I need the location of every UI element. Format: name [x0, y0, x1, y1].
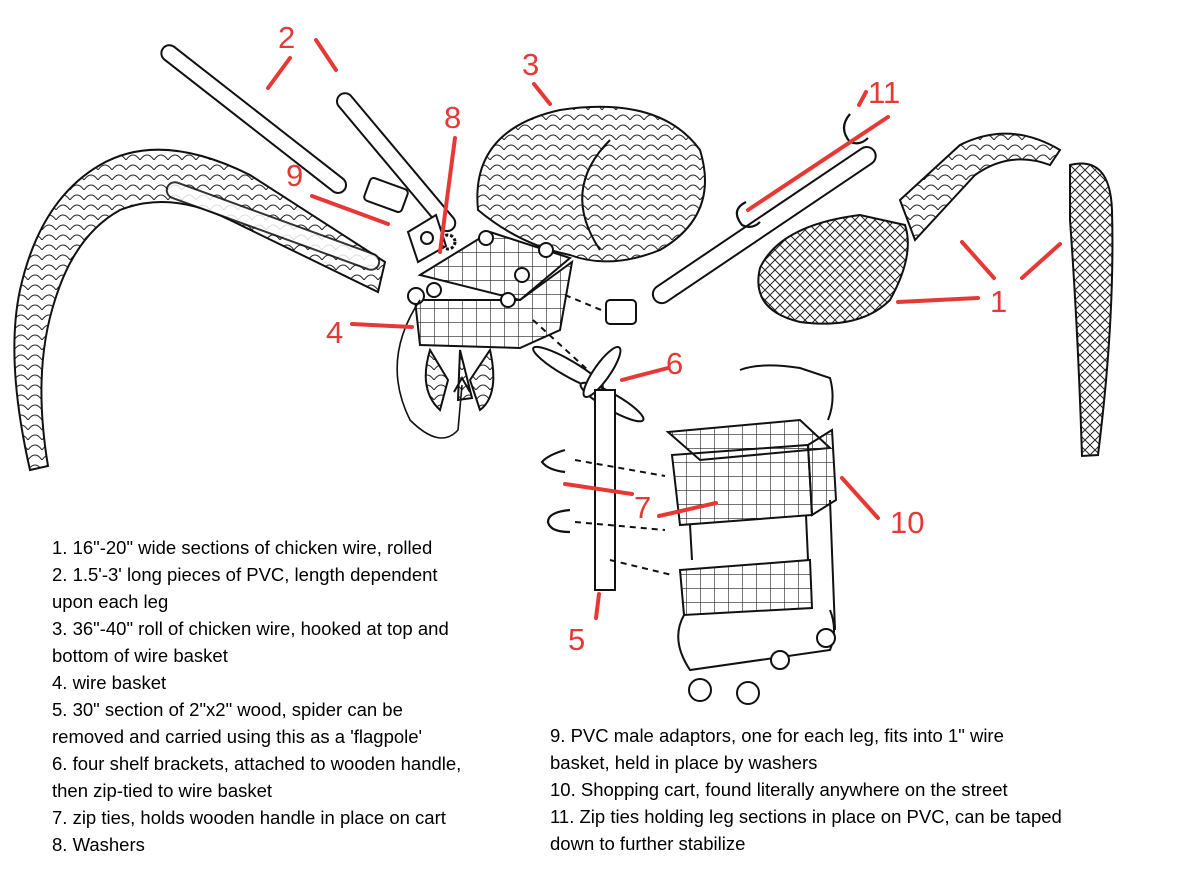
legend-item-2: 2. 1.5'-3' long pieces of PVC, length de…: [52, 564, 438, 612]
dashed-guide-basket: [532, 319, 591, 373]
shopping-cart: [665, 364, 838, 705]
legend-left-column: 1. 16"-20" wide sections of chicken wire…: [52, 534, 522, 858]
chicken-wire-roll: [476, 105, 706, 263]
callout-1: 1: [990, 284, 1007, 319]
wire-basket-top: [417, 230, 573, 302]
cart-zip-tie-2: [546, 508, 571, 534]
shelf-bracket-arm-3: [582, 346, 622, 398]
legend-item-4: 4. wire basket: [52, 672, 167, 693]
callout-11: 11: [868, 75, 900, 110]
callout-7: 7: [634, 490, 651, 525]
legend-item-10: 10. Shopping cart, found literally anywh…: [550, 779, 1008, 800]
pvc-pipe-1: [160, 44, 348, 194]
spider-fangs: [424, 347, 495, 412]
basket-adaptors: [407, 230, 554, 308]
left-leg-pvc-inside: [165, 181, 381, 271]
wire-basket-front: [413, 259, 574, 350]
legend-item-8: 8. Washers: [52, 834, 145, 855]
roll-inner-curve: [581, 139, 611, 251]
assembly-arrow: [396, 299, 463, 439]
right-leg-section-rolled: [757, 213, 909, 325]
right-leg-upper-section: [898, 132, 1062, 242]
zip-tie-lower: [735, 201, 761, 229]
callout-8: 8: [444, 100, 461, 135]
callout-5: 5: [568, 622, 585, 657]
callout-4: 4: [326, 315, 343, 350]
washer-hole: [420, 231, 434, 245]
legend-item-7: 7. zip ties, holds wooden handle in plac…: [52, 807, 446, 828]
cart-zip-tie-1: [540, 448, 566, 474]
legend-item-3: 3. 36"-40" roll of chicken wire, hooked …: [52, 618, 449, 666]
legend-item-5: 5. 30" section of 2"x2" wood, spider can…: [52, 699, 423, 747]
legend-item-6: 6. four shelf brackets, attached to wood…: [52, 753, 462, 801]
callout-3: 3: [522, 47, 539, 82]
pvc-adaptor-left: [363, 177, 409, 213]
right-leg-long-section: [1069, 162, 1114, 458]
legend-item-1: 1. 16"-20" wide sections of chicken wire…: [52, 537, 433, 558]
arrow-head: [453, 375, 471, 393]
dashed-guide-right: [564, 294, 607, 313]
legend-item-11: 11. Zip ties holding leg sections in pla…: [550, 806, 1062, 854]
callout-leaders: [266, 38, 1062, 620]
callout-6: 6: [666, 346, 683, 381]
pvc-pipe-2: [336, 92, 457, 233]
pvc-adaptor-right: [605, 299, 637, 325]
legend-right-column: 9. PVC male adaptors, one for each leg, …: [550, 722, 1110, 857]
callout-2: 2: [278, 20, 295, 55]
legend-item-9: 9. PVC male adaptors, one for each leg, …: [550, 725, 1004, 773]
dashed-guide-cart: [574, 459, 673, 576]
callout-9: 9: [286, 158, 303, 193]
pvc-pipe-right: [651, 146, 877, 305]
callout-10: 10: [890, 505, 924, 540]
